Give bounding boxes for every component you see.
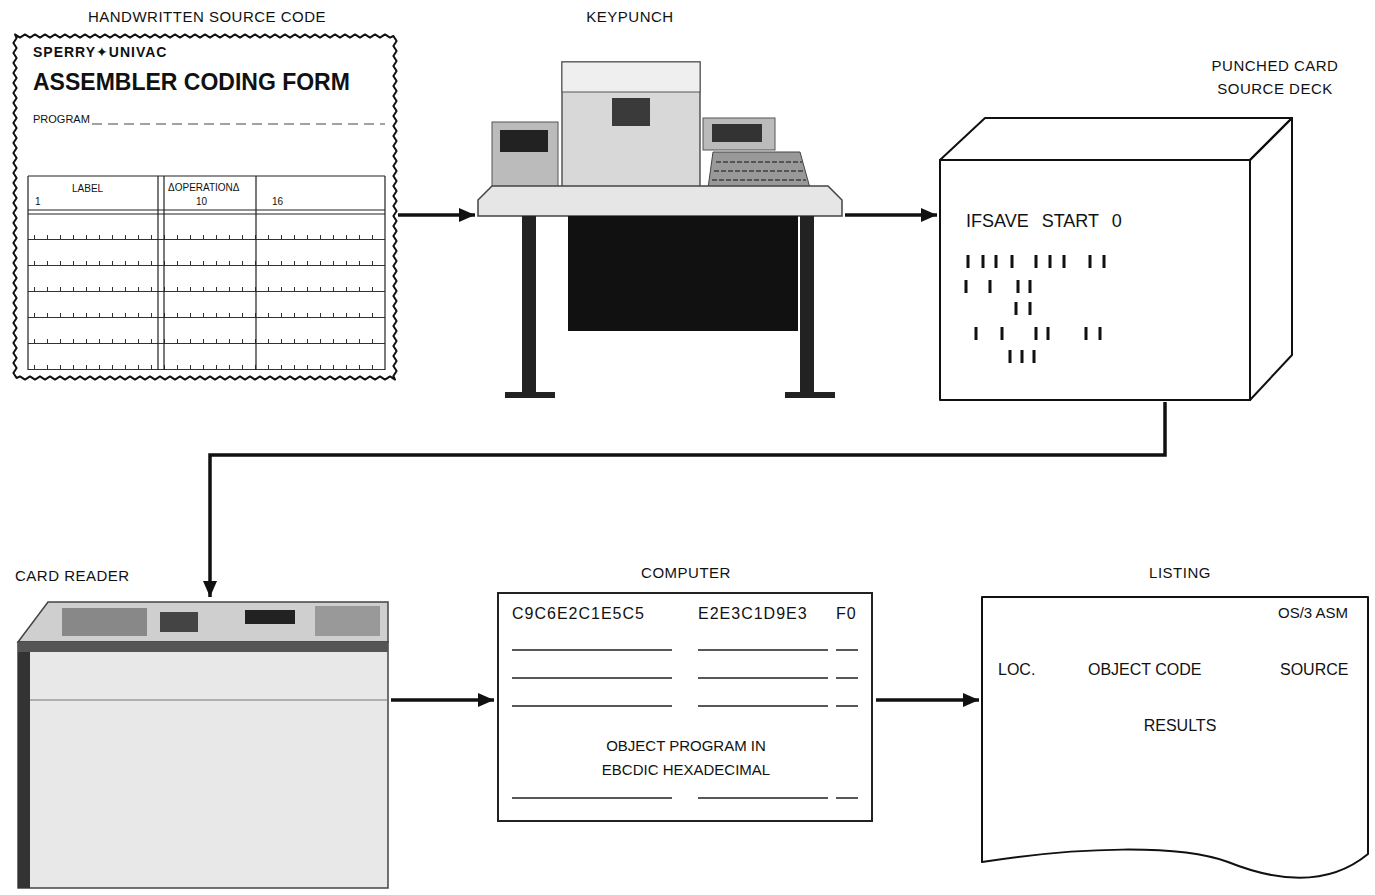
heading-label: PUNCHED CARD SOURCE DECK (1205, 55, 1345, 100)
reader-panel (245, 610, 295, 624)
node-area (18, 600, 388, 888)
reader-feed (160, 612, 198, 632)
reader-hopper (62, 608, 147, 636)
node-area (940, 160, 1250, 400)
column-number: 16 (272, 196, 283, 209)
form-title: ASSEMBLER CODING FORM (33, 68, 350, 97)
card-reader: CARD READER (12, 565, 392, 893)
column-head: LABEL (72, 183, 103, 196)
heading-label: CARD READER (15, 567, 130, 586)
brand-logo: SPERRY✦UNIVAC (33, 44, 167, 62)
hex-code: C9C6E2C1E5C5 (512, 604, 645, 624)
node-border (940, 118, 1292, 160)
listing-header: OS/3 ASM (1228, 604, 1348, 623)
node-area (478, 62, 842, 398)
node-border (940, 160, 1250, 400)
column-head: SOURCE (1280, 660, 1348, 680)
keypunch-foot (785, 392, 835, 398)
keypunch-window (612, 98, 650, 126)
card-text: IFSAVE START 0 (966, 210, 1122, 233)
hex-code: E2E3C1D9E3 (698, 604, 808, 624)
keypunch-base (568, 216, 798, 331)
column-number: 10 (196, 196, 207, 209)
keyboard (708, 152, 810, 188)
keypunch: KEYPUNCH (470, 6, 850, 406)
listing-body: RESULTS (1080, 716, 1280, 736)
keypunch-display (712, 124, 762, 142)
listing-sheet: LISTING OS/3 ASM LOC. OBJECT CODE SOURCE RESU… (978, 562, 1370, 887)
hex-code: F0 (836, 604, 857, 624)
keypunch-right-unit (703, 118, 775, 150)
heading-label: COMPUTER (495, 564, 877, 583)
node-border (982, 597, 1368, 878)
node-outline (12, 6, 402, 384)
column-head: LOC. (998, 660, 1035, 680)
keyboard-keys (712, 162, 806, 180)
keypunch-left-unit (492, 122, 558, 187)
blank-lines (512, 650, 858, 798)
node-border (13, 34, 396, 379)
node-border (1250, 118, 1292, 400)
flow-arrow (398, 213, 475, 217)
column-head: ΔOPERATIONΔ (168, 182, 240, 195)
flow-arrow (845, 213, 937, 217)
reader-top (18, 602, 388, 642)
keypunch-screen (500, 130, 548, 152)
reader-cabinet (18, 642, 388, 888)
column-number: 1 (35, 196, 41, 209)
heading-label: HANDWRITTEN SOURCE CODE (12, 8, 402, 27)
box-caption: OBJECT PROGRAM IN EBCDIC HEXADECIMAL (586, 734, 786, 782)
flow-arrow (391, 698, 494, 702)
column-head: OBJECT CODE (1088, 660, 1202, 680)
program-blank-line (92, 124, 385, 125)
form-grid (28, 176, 385, 370)
keypunch-leg (800, 216, 814, 394)
coding-form: HANDWRITTEN SOURCE CODE SPERRY✦UNIVAC ASSE… (12, 6, 402, 384)
heading-label: KEYPUNCH (530, 8, 730, 27)
reader-stacker (315, 606, 380, 636)
flow-arrow (876, 698, 979, 702)
keypunch-cabinet (562, 62, 700, 187)
card-deck: PUNCHED CARD SOURCE DECK IFSAVE START 0 (935, 55, 1350, 405)
keypunch-foot (505, 392, 555, 398)
keypunch-cabinet-top (562, 62, 700, 92)
reader-side (18, 652, 30, 888)
card-punches (966, 255, 1104, 363)
node-border (497, 592, 873, 822)
keypunch-desk (478, 186, 842, 216)
flow-arrow (210, 402, 1165, 597)
reader-panel-line (30, 700, 388, 701)
reader-band (18, 642, 388, 652)
form-field: PROGRAM (33, 113, 90, 127)
form-rows (28, 214, 385, 370)
computer-box: COMPUTER C9C6E2C1E5C5 E2E3C1D9E3 F0OBJECT P… (495, 562, 877, 824)
heading-label: LISTING (1080, 564, 1280, 583)
keypunch-leg (522, 216, 536, 394)
